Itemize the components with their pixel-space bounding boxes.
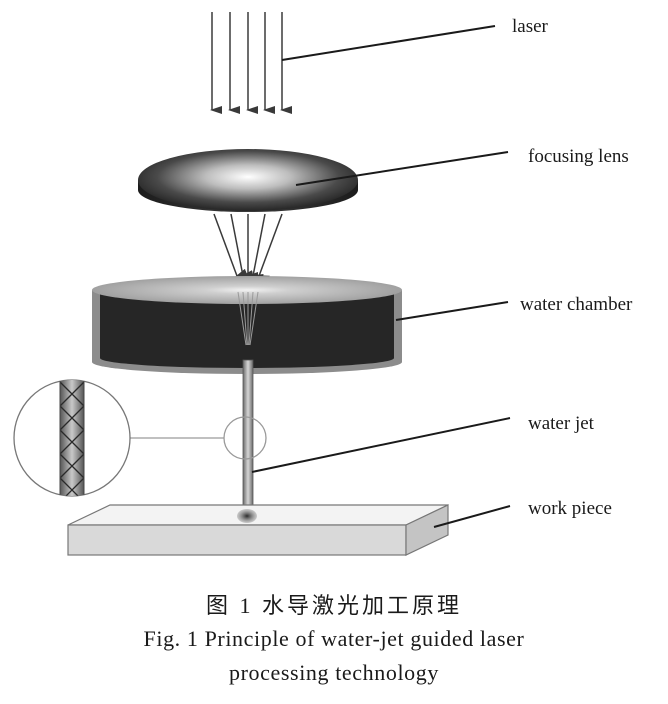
label-water-jet: water jet — [528, 413, 595, 434]
caption-chinese: 图 1 水导激光加工原理 — [205, 593, 462, 618]
work-piece — [67, 504, 449, 556]
water-chamber — [92, 276, 402, 374]
label-work-piece: work piece — [528, 498, 612, 519]
laser-beams — [210, 12, 292, 114]
label-laser: laser — [512, 16, 549, 37]
label-focusing-lens: focusing lens — [528, 146, 629, 167]
leader-lines — [251, 25, 511, 528]
magnified-jet-inset — [13, 379, 224, 497]
caption-english-line1: Fig. 1 Principle of water-jet guided las… — [143, 626, 525, 651]
water-jet — [223, 359, 267, 516]
caption-english-line2: processing technology — [229, 660, 439, 685]
converging-beams — [213, 213, 283, 284]
processing-spot — [237, 509, 257, 523]
water-jet-laser-diagram: laser focusing lens water chamber water … — [13, 12, 633, 556]
label-water-chamber: water chamber — [520, 294, 633, 315]
focusing-lens — [138, 149, 358, 212]
